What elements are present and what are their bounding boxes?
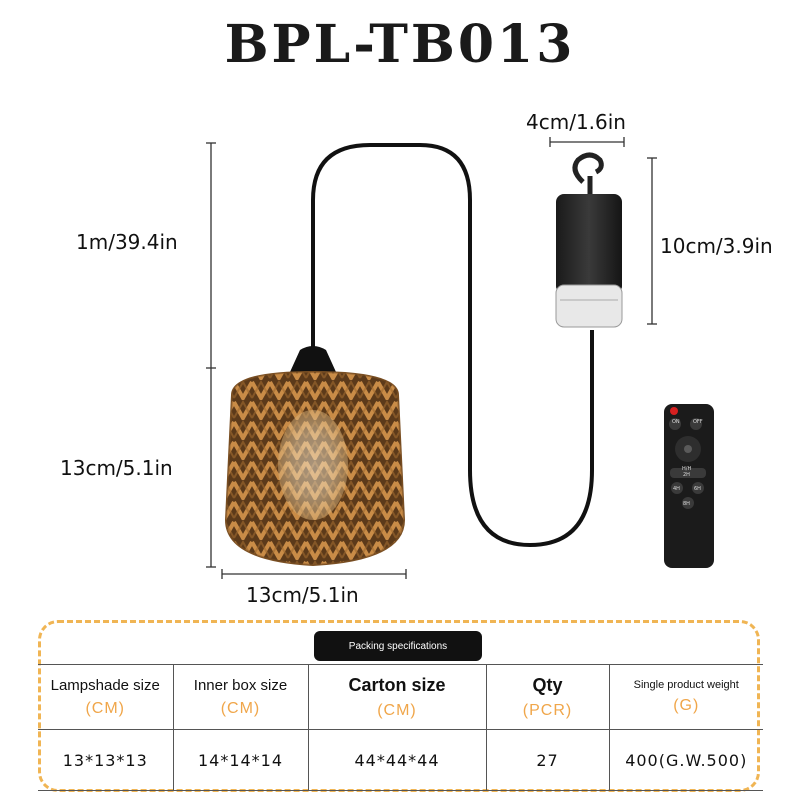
unit-carton: (CM) (377, 701, 417, 719)
remote-hh-label: H/H (682, 466, 692, 472)
header-cell-qty: Qty (PCR) (485, 664, 610, 730)
header-single-product-weight: Single product weight (633, 679, 739, 691)
unit-weight: (G) (673, 697, 700, 714)
value-lampshade-size: 13*13*13 (38, 729, 174, 791)
packing-value-row: 13*13*13 14*14*14 44*44*44 27 400(G.W.50… (38, 729, 763, 791)
unit-qty: (PCR) (522, 701, 573, 719)
packing-header-row: Lampshade size (CM) Inner box size (CM) … (38, 664, 763, 730)
header-inner-box-size: Inner box size (193, 676, 288, 694)
header-cell-carton: Carton size (CM) (307, 664, 487, 730)
dimension-lines (206, 137, 657, 579)
remote-4h-label: 4H (673, 486, 680, 492)
shade-height-label: 13cm/5.1in (60, 456, 173, 480)
value-qty: 27 (485, 729, 610, 791)
unit-lampshade: (CM) (85, 699, 126, 717)
remote-2h-label: 2H (683, 472, 690, 478)
battery-pack (555, 152, 623, 328)
packing-specifications-label: Packing specifications (314, 631, 482, 661)
header-qty: Qty (532, 674, 563, 695)
remote-off-label: OFF (693, 419, 703, 425)
product-title: BPL-TB013 (224, 14, 576, 75)
remote-control (664, 404, 714, 568)
battery-width-label: 4cm/1.6in (526, 110, 626, 134)
header-cell-lampshade: Lampshade size (CM) (38, 664, 174, 730)
power-cord (311, 143, 594, 548)
value-carton-size: 44*44*44 (307, 729, 487, 791)
lamp-cap (290, 346, 336, 372)
shade-width-label: 13cm/5.1in (246, 583, 359, 607)
value-single-product-weight: 400(G.W.500) (608, 729, 763, 791)
rattan-lampshade (224, 370, 406, 567)
remote-on-label: ON (672, 419, 680, 425)
battery-height-label: 10cm/3.9in (660, 234, 773, 258)
value-inner-box-size: 14*14*14 (172, 729, 309, 791)
cord-length-label: 1m/39.4in (76, 230, 178, 254)
remote-6h-label: 6H (694, 486, 701, 492)
header-lampshade-size: Lampshade size (50, 676, 160, 694)
header-cell-inner-box: Inner box size (CM) (172, 664, 309, 730)
header-cell-weight: Single product weight (G) (608, 664, 763, 730)
remote-8h-label: 8H (683, 501, 690, 507)
header-carton-size: Carton size (348, 674, 446, 695)
packing-table: Lampshade size (CM) Inner box size (CM) … (38, 664, 763, 791)
unit-inner-box: (CM) (220, 699, 261, 717)
